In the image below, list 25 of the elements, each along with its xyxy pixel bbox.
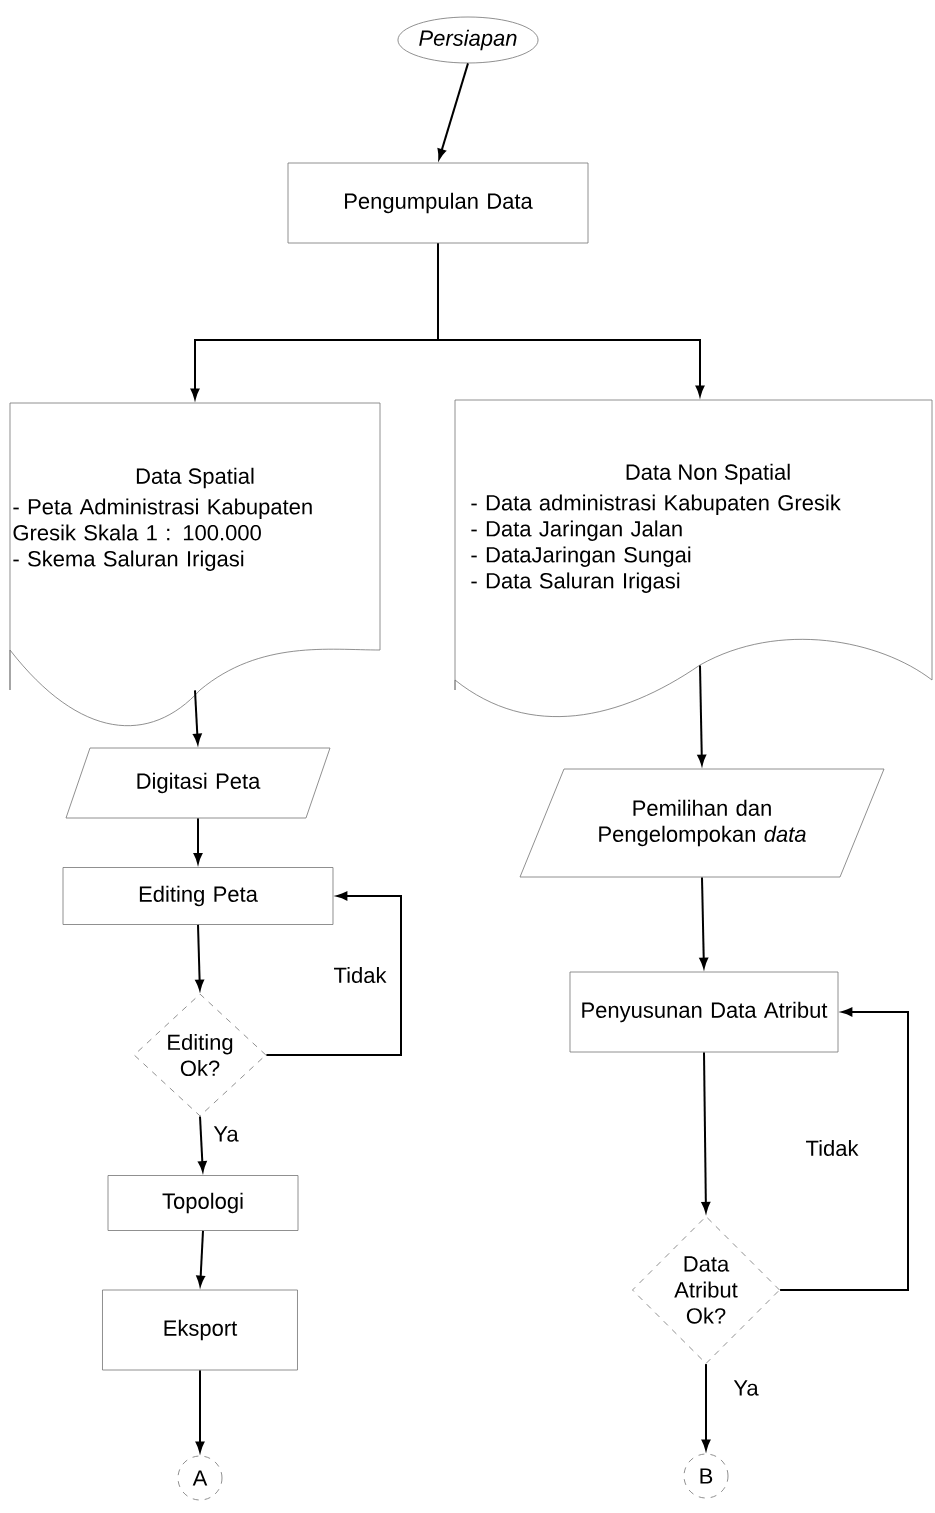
arrow <box>193 817 203 864</box>
process-box: Editing Peta <box>62 867 334 925</box>
arrow <box>265 891 402 1056</box>
arrow <box>193 689 202 745</box>
edge-label: Ya <box>211 1124 241 1144</box>
arrow <box>437 62 469 160</box>
arrow <box>779 1007 909 1291</box>
edge-label: Tidak <box>331 964 389 986</box>
process-box: Eksport <box>102 1289 298 1371</box>
arrow <box>195 1369 205 1453</box>
edge-label: Tidak <box>803 1137 861 1159</box>
arrow <box>699 876 709 969</box>
edge-label: Ya <box>731 1378 761 1398</box>
arrow <box>701 1363 711 1451</box>
arrow <box>437 242 705 397</box>
process-box: Topologi <box>107 1175 299 1231</box>
input-parallelogram: Digitasi Peta <box>65 747 331 819</box>
process-box: Pengumpulan Data <box>287 162 589 244</box>
arrow <box>697 664 707 766</box>
arrow <box>198 1115 207 1172</box>
process-box: Penyusunan Data Atribut <box>569 971 839 1053</box>
arrow <box>701 1051 711 1213</box>
arrow <box>196 1229 205 1287</box>
input-parallelogram: Pemilihan dan Pengelompokan data <box>519 768 885 878</box>
arrow <box>195 923 204 991</box>
